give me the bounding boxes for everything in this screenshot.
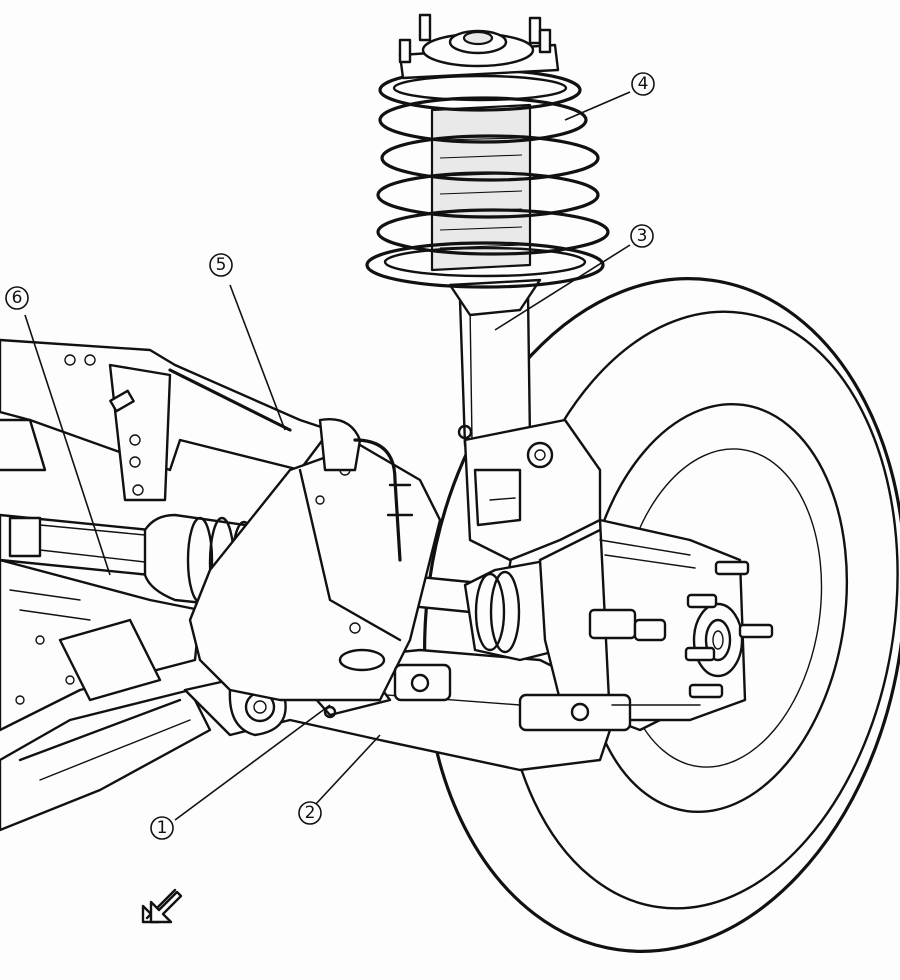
callout-2: 2 xyxy=(298,801,322,825)
callout-3-number: 3 xyxy=(637,226,648,246)
callout-2-number: 2 xyxy=(305,803,316,823)
coil-spring-assembly xyxy=(365,13,610,317)
direction-arrow-icon xyxy=(141,888,183,924)
callout-3: 3 xyxy=(630,224,654,248)
callout-5-number: 5 xyxy=(216,255,227,275)
wheel-hub xyxy=(684,560,774,699)
callout-1-number: 1 xyxy=(157,818,168,838)
callout-4-number: 4 xyxy=(638,74,649,94)
callout-5: 5 xyxy=(209,253,233,277)
callout-4: 4 xyxy=(631,72,655,96)
stabilizer-bar xyxy=(168,368,414,562)
callout-1: 1 xyxy=(150,816,174,840)
callout-leaders xyxy=(24,91,631,821)
callout-6: 6 xyxy=(5,286,29,310)
steering-knuckle xyxy=(463,418,602,562)
strut-tube xyxy=(457,293,532,447)
subframe xyxy=(0,338,332,832)
callout-6-number: 6 xyxy=(12,288,23,308)
